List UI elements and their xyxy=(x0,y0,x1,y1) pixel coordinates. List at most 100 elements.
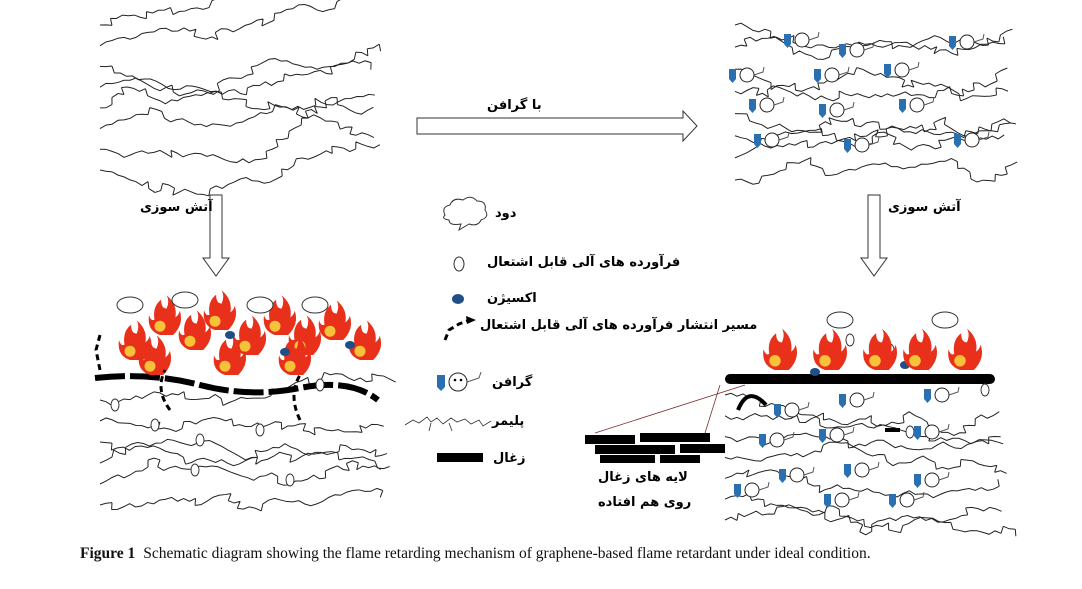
flame-face xyxy=(124,345,136,357)
flame-icon xyxy=(348,320,382,360)
graphene-arm xyxy=(868,136,880,146)
flame-outer xyxy=(348,320,382,360)
graphene-arm xyxy=(973,33,985,43)
diffusion-path-arrow xyxy=(159,369,172,411)
flame-icon xyxy=(278,335,312,375)
flame-face xyxy=(354,345,366,357)
graphene-arm xyxy=(863,391,875,401)
graphene-face xyxy=(794,32,810,48)
graphene-character xyxy=(949,33,985,50)
polymer-chain xyxy=(99,0,341,47)
legend-label-graphene: گرافن xyxy=(492,375,533,390)
graphene-character xyxy=(774,401,810,418)
legend-label-char: زغال xyxy=(493,451,526,466)
graphene-shield xyxy=(749,99,756,113)
graphene-face xyxy=(829,427,845,443)
polymer-chain xyxy=(99,438,390,470)
graphene-character xyxy=(759,431,795,448)
flames-right xyxy=(736,328,983,432)
smoke-cloud xyxy=(826,311,854,329)
graphene-face xyxy=(854,462,870,478)
flame-face xyxy=(184,335,196,347)
graphene-items xyxy=(729,31,990,508)
smoke-cloud xyxy=(246,296,274,314)
graphene-face xyxy=(829,102,845,118)
graphene-shield xyxy=(949,36,956,50)
polymer-chain xyxy=(99,114,375,164)
legend-label-smoke: دود xyxy=(495,206,517,221)
graphene-shield xyxy=(839,44,846,58)
graphene-character xyxy=(779,466,815,483)
flame-face xyxy=(284,360,296,372)
graphene-face xyxy=(899,492,915,508)
graphene-character xyxy=(819,101,855,118)
combustible-product xyxy=(255,423,265,437)
flame-icon xyxy=(948,328,983,370)
graphene-character xyxy=(914,471,950,488)
graphene-arm xyxy=(913,491,925,501)
label-fire-right: آتش سوزی xyxy=(888,200,961,215)
zoom-line xyxy=(594,384,746,434)
oxygen-sphere xyxy=(810,368,820,376)
graphene-arm xyxy=(938,471,950,481)
graphene-character xyxy=(734,481,770,498)
graphene-arm xyxy=(863,41,875,51)
polymer-chain xyxy=(99,58,372,109)
graphene-arm xyxy=(938,423,950,433)
flame-icon xyxy=(233,315,267,355)
polymer-chain xyxy=(734,28,1013,60)
polymer-block-with-graphene xyxy=(734,22,1018,185)
flame-outer xyxy=(813,328,848,370)
graphene-arm xyxy=(778,131,790,141)
figure-number: Figure 1 xyxy=(80,545,136,562)
polymer-chain xyxy=(724,412,1001,445)
oxygen-sphere xyxy=(280,348,290,356)
oxygen-sphere-icon xyxy=(452,294,464,304)
graphene-shield xyxy=(839,394,846,408)
combustible-product xyxy=(285,473,295,487)
flame-outer xyxy=(948,328,983,370)
polymer-chain xyxy=(99,97,374,130)
polymer-chain xyxy=(724,504,1002,536)
graphene-face xyxy=(824,67,840,83)
flame-icon xyxy=(138,335,172,375)
flame-face xyxy=(239,340,251,352)
graphene-shield xyxy=(819,429,826,443)
graphene-arm xyxy=(908,61,920,71)
polymer-chain xyxy=(734,67,1009,102)
polymer-chain xyxy=(99,77,375,111)
flame-icon xyxy=(213,335,247,375)
graphene-shield xyxy=(774,404,781,418)
combustible-product xyxy=(980,383,990,397)
graphene-face xyxy=(959,34,975,50)
flame-face xyxy=(819,355,831,367)
graphene-face xyxy=(924,424,940,440)
graphene-arm xyxy=(978,131,990,141)
polymer-chain xyxy=(99,441,388,467)
combustible-product xyxy=(190,463,200,477)
flame-icon xyxy=(318,300,352,340)
graphene-shield xyxy=(759,434,766,448)
graphene-face xyxy=(849,42,865,58)
graphene-arm xyxy=(753,66,765,76)
graphene-character-icon xyxy=(437,371,482,392)
graphene-arm xyxy=(948,386,960,396)
legend-label-oxygen: اکسیژن xyxy=(487,291,537,306)
graphene-face xyxy=(924,472,940,488)
graphene-arm xyxy=(868,461,880,471)
flame-face xyxy=(769,355,781,367)
right-arrow-with-graphene xyxy=(416,109,698,143)
diffusion-path-arrow xyxy=(94,334,102,371)
flame-outer xyxy=(203,290,237,330)
graphene-character xyxy=(749,96,785,113)
flame-icon xyxy=(148,295,182,335)
graphene-face xyxy=(894,62,910,78)
graphene-arm xyxy=(843,101,855,111)
graphene-face xyxy=(854,137,870,153)
flame-icon xyxy=(813,328,848,370)
diffusion-path-arrow-icon xyxy=(443,319,468,341)
smoke-cloud xyxy=(116,296,144,314)
graphene-shield xyxy=(899,99,906,113)
flame-icon xyxy=(118,320,152,360)
